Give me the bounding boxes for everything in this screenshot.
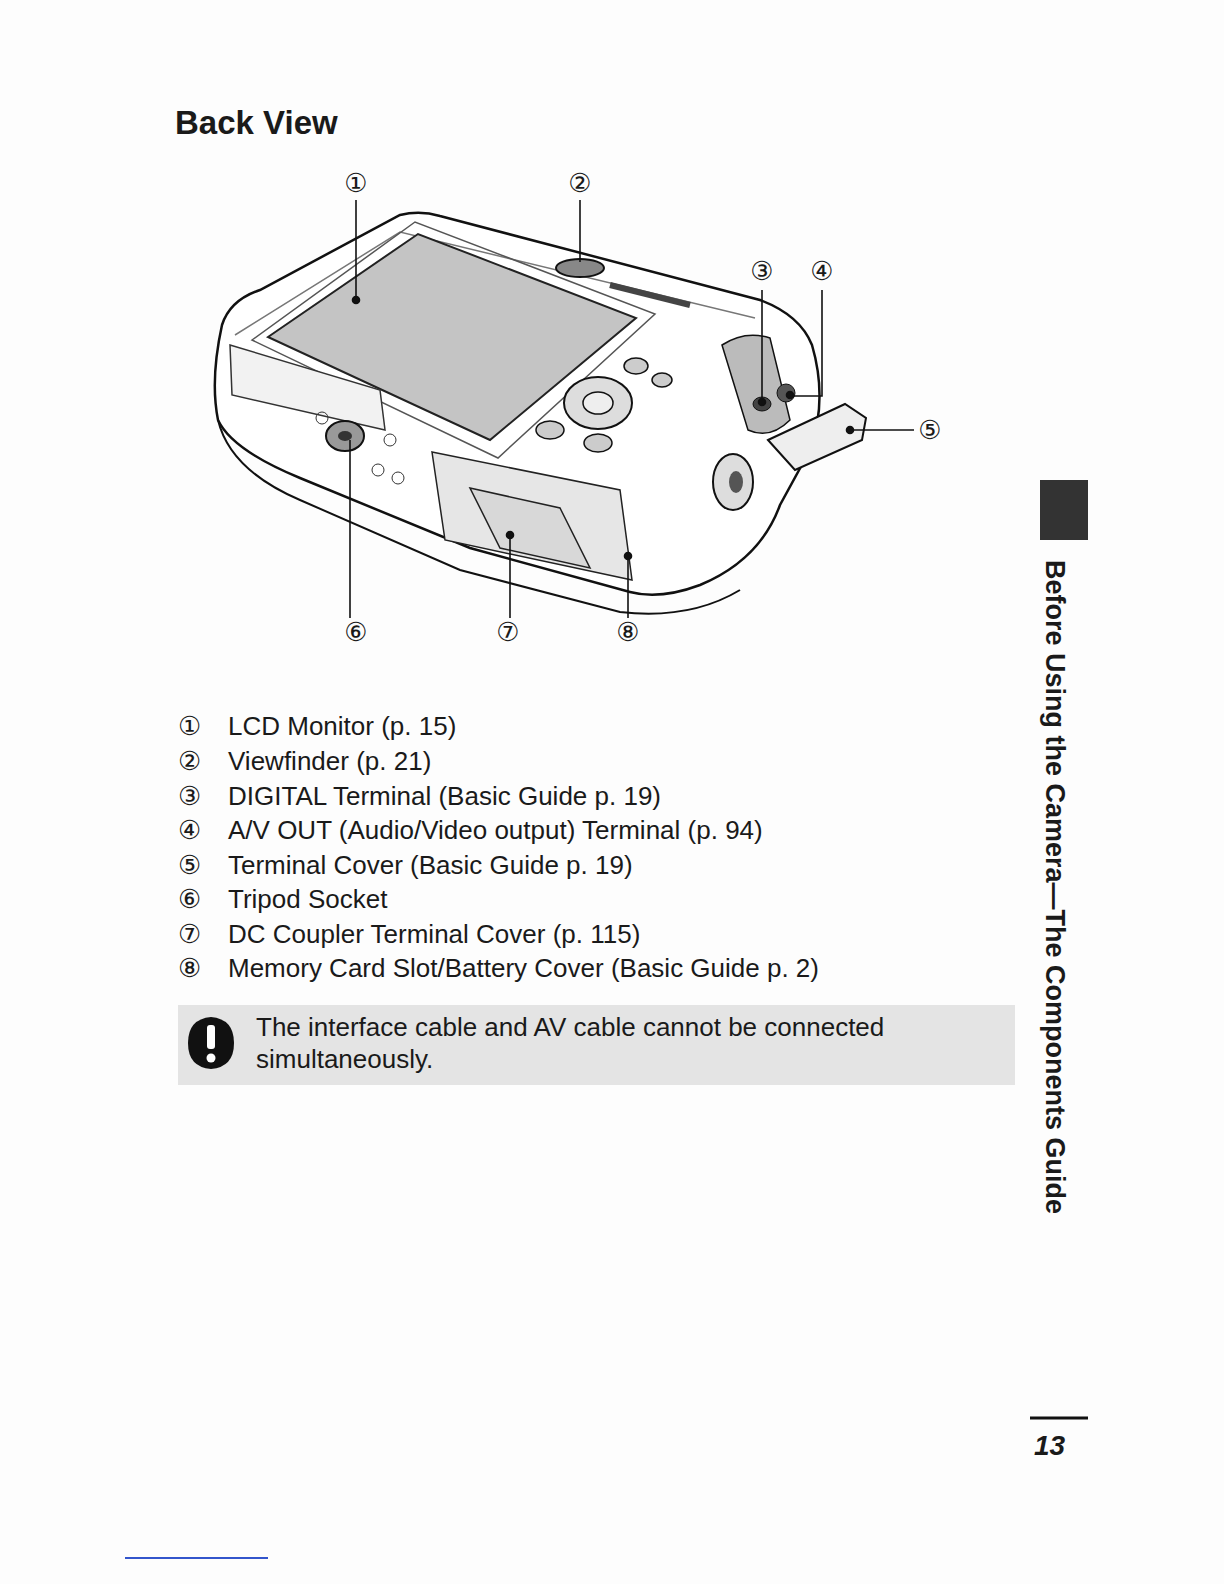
part-name: Memory Card Slot/Battery Cover (Basic Gu…: [228, 954, 819, 984]
callout-number: ⑧: [178, 954, 201, 984]
callout-number: ⑤: [178, 851, 201, 881]
tripod-socket: [326, 421, 364, 451]
page-rule: [1030, 1417, 1088, 1420]
scan-line: [125, 1557, 268, 1559]
lcd-frame: [252, 222, 655, 458]
callout-number: ④: [810, 257, 833, 287]
caution-icon: [186, 1015, 236, 1071]
callout-number: ①: [178, 712, 201, 742]
terminal-cover: [768, 404, 866, 470]
av-terminal: [777, 384, 795, 402]
part-name: DC Coupler Terminal Cover (p. 115): [228, 920, 640, 950]
callout-number: ②: [568, 169, 591, 199]
callout-number: ②: [178, 747, 201, 777]
side-panel: [230, 345, 385, 430]
note-text: The interface cable and AV cable cannot …: [256, 1011, 1003, 1075]
part-name: A/V OUT (Audio/Video output) Terminal (p…: [228, 816, 763, 846]
part-name: Tripod Socket: [228, 885, 387, 915]
strap-lug: [713, 454, 753, 510]
callout-number: ⑦: [496, 618, 519, 648]
digital-terminal: [753, 397, 771, 411]
part-name: Terminal Cover (Basic Guide p. 19): [228, 851, 633, 881]
note-box: The interface cable and AV cable cannot …: [178, 1005, 1015, 1085]
part-name: Viewfinder (p. 21): [228, 747, 431, 777]
callout-number: ③: [750, 257, 773, 287]
foot: [384, 434, 396, 446]
callout-number: ⑥: [344, 618, 367, 648]
control-dial: [564, 377, 632, 429]
camera-body: [215, 213, 820, 595]
foot: [372, 464, 384, 476]
strap-lug-hole: [729, 471, 743, 493]
foot: [392, 472, 404, 484]
callout-number: ⑧: [616, 618, 639, 648]
callout-number: ⑥: [178, 885, 201, 915]
page-number: 13: [1034, 1430, 1065, 1462]
button: [584, 434, 612, 452]
section-tab: [1040, 480, 1088, 540]
tripod-socket-hole: [338, 431, 352, 441]
button: [652, 373, 672, 387]
section-tab-text: Before Using the Camera—The Components G…: [1039, 560, 1070, 1214]
button: [624, 358, 648, 374]
foot: [316, 412, 328, 424]
page-title: Back View: [175, 104, 338, 142]
part-name: DIGITAL Terminal (Basic Guide p. 19): [228, 782, 661, 812]
leader-lines: [350, 200, 914, 618]
battery-cover: [432, 452, 632, 580]
callout-number: ③: [178, 782, 201, 812]
dc-coupler-cover: [470, 488, 590, 568]
callout-number: ⑤: [918, 416, 941, 446]
button: [536, 421, 564, 439]
set-button: [583, 392, 613, 414]
terminal-recess: [722, 335, 790, 433]
callout-number: ⑦: [178, 920, 201, 950]
top-strip: [610, 285, 690, 305]
callout-number: ④: [178, 816, 201, 846]
callout-number: ①: [344, 169, 367, 199]
part-name: LCD Monitor (p. 15): [228, 712, 456, 742]
